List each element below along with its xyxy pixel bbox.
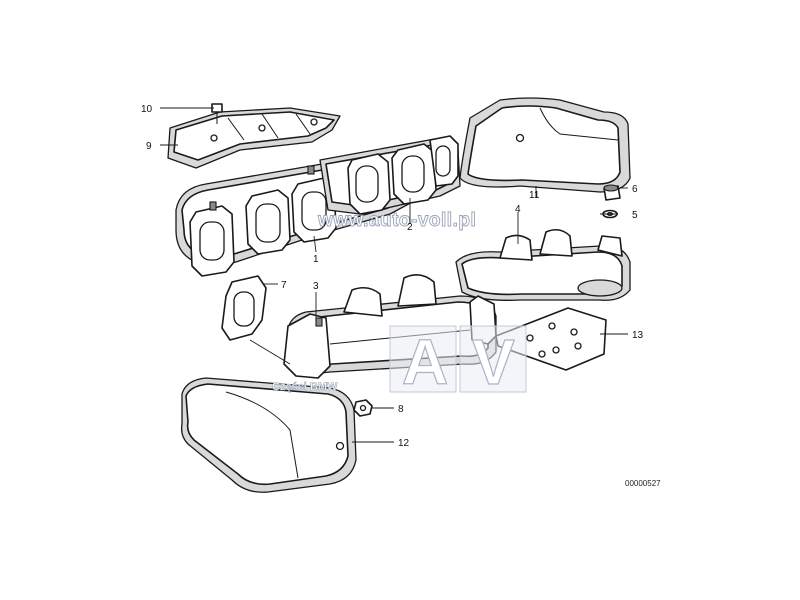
exhaust-manifold-rear — [319, 135, 461, 215]
callout-11: 11 — [529, 190, 540, 201]
heat-shield-lower — [180, 377, 357, 493]
drawing-code: 00000527 — [625, 479, 661, 488]
callout-8: 8 — [398, 404, 404, 415]
watermark-letter-v: V — [472, 326, 515, 398]
gasket — [221, 275, 267, 341]
callout-9: 9 — [146, 141, 152, 152]
callout-5: 5 — [632, 210, 638, 221]
heat-shield-upper-left — [167, 107, 341, 169]
callout-6: 6 — [632, 184, 638, 195]
watermark-brand: Części BMW — [272, 381, 338, 393]
watermark-letter-a: A — [402, 326, 448, 398]
callout-2: 2 — [407, 222, 413, 233]
callout-3: 3 — [313, 281, 319, 292]
watermark-box-v — [459, 325, 527, 393]
callout-1: 1 — [313, 254, 319, 265]
watermark: A V www.auto-voll.pl Części BMW — [272, 210, 527, 399]
leader-lines — [160, 107, 628, 443]
watermark-box-a — [389, 325, 457, 393]
watermark-site: www.auto-voll.pl — [317, 210, 476, 231]
callout-12: 12 — [398, 438, 410, 449]
bolt-6 — [603, 184, 621, 201]
callout-7: 7 — [281, 280, 287, 291]
callout-13: 13 — [632, 330, 644, 341]
nut-8 — [353, 399, 373, 417]
exhaust-manifold-right-rear — [455, 228, 631, 301]
callout-10: 10 — [141, 104, 153, 115]
heat-shield-upper — [459, 97, 631, 193]
callout-4: 4 — [515, 204, 521, 215]
callout-labels: 10 9 1 2 3 4 11 6 5 7 8 12 13 — [141, 104, 644, 449]
